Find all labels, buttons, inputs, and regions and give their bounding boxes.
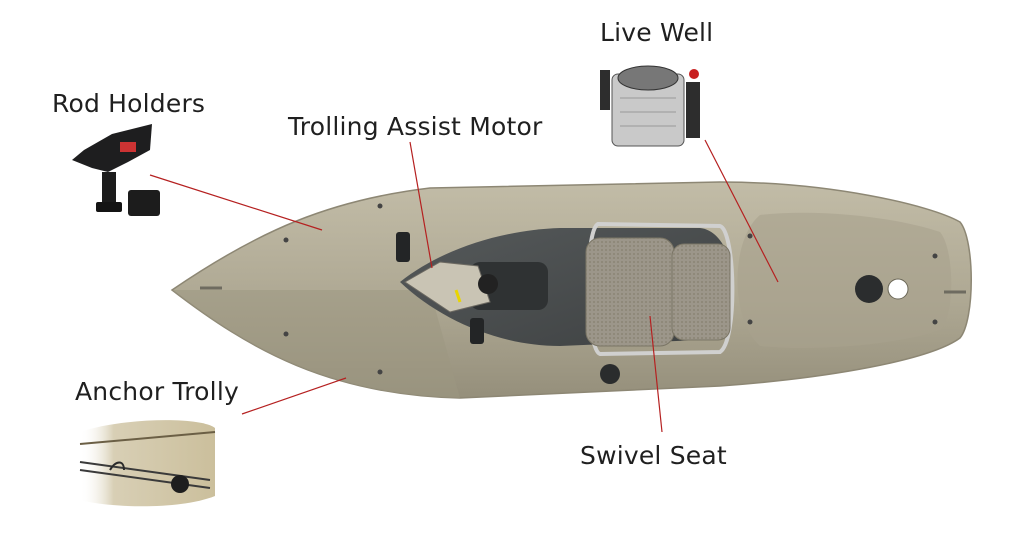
leader-line-trolling-motor [409, 141, 433, 269]
anchor-trolly-graphic [79, 420, 216, 507]
leader-line-swivel-seat [649, 315, 663, 433]
swivel-seat-graphic [585, 221, 735, 357]
leader-line-rod-holders [149, 174, 323, 231]
leader-line-live-well [704, 139, 779, 283]
rod-holder-graphic [72, 124, 160, 216]
live-well-graphic [600, 65, 700, 147]
label-swivel-seat: Swivel Seat [580, 441, 727, 470]
label-rod-holders: Rod Holders [52, 89, 206, 118]
label-live-well: Live Well [600, 18, 714, 47]
label-trolling-assist-motor: Trolling Assist Motor [288, 112, 543, 141]
label-anchor-trolly: Anchor Trolly [75, 377, 239, 406]
leader-lines [149, 139, 779, 433]
leader-line-anchor-trolly [241, 377, 347, 415]
kayak-hull [170, 181, 972, 399]
